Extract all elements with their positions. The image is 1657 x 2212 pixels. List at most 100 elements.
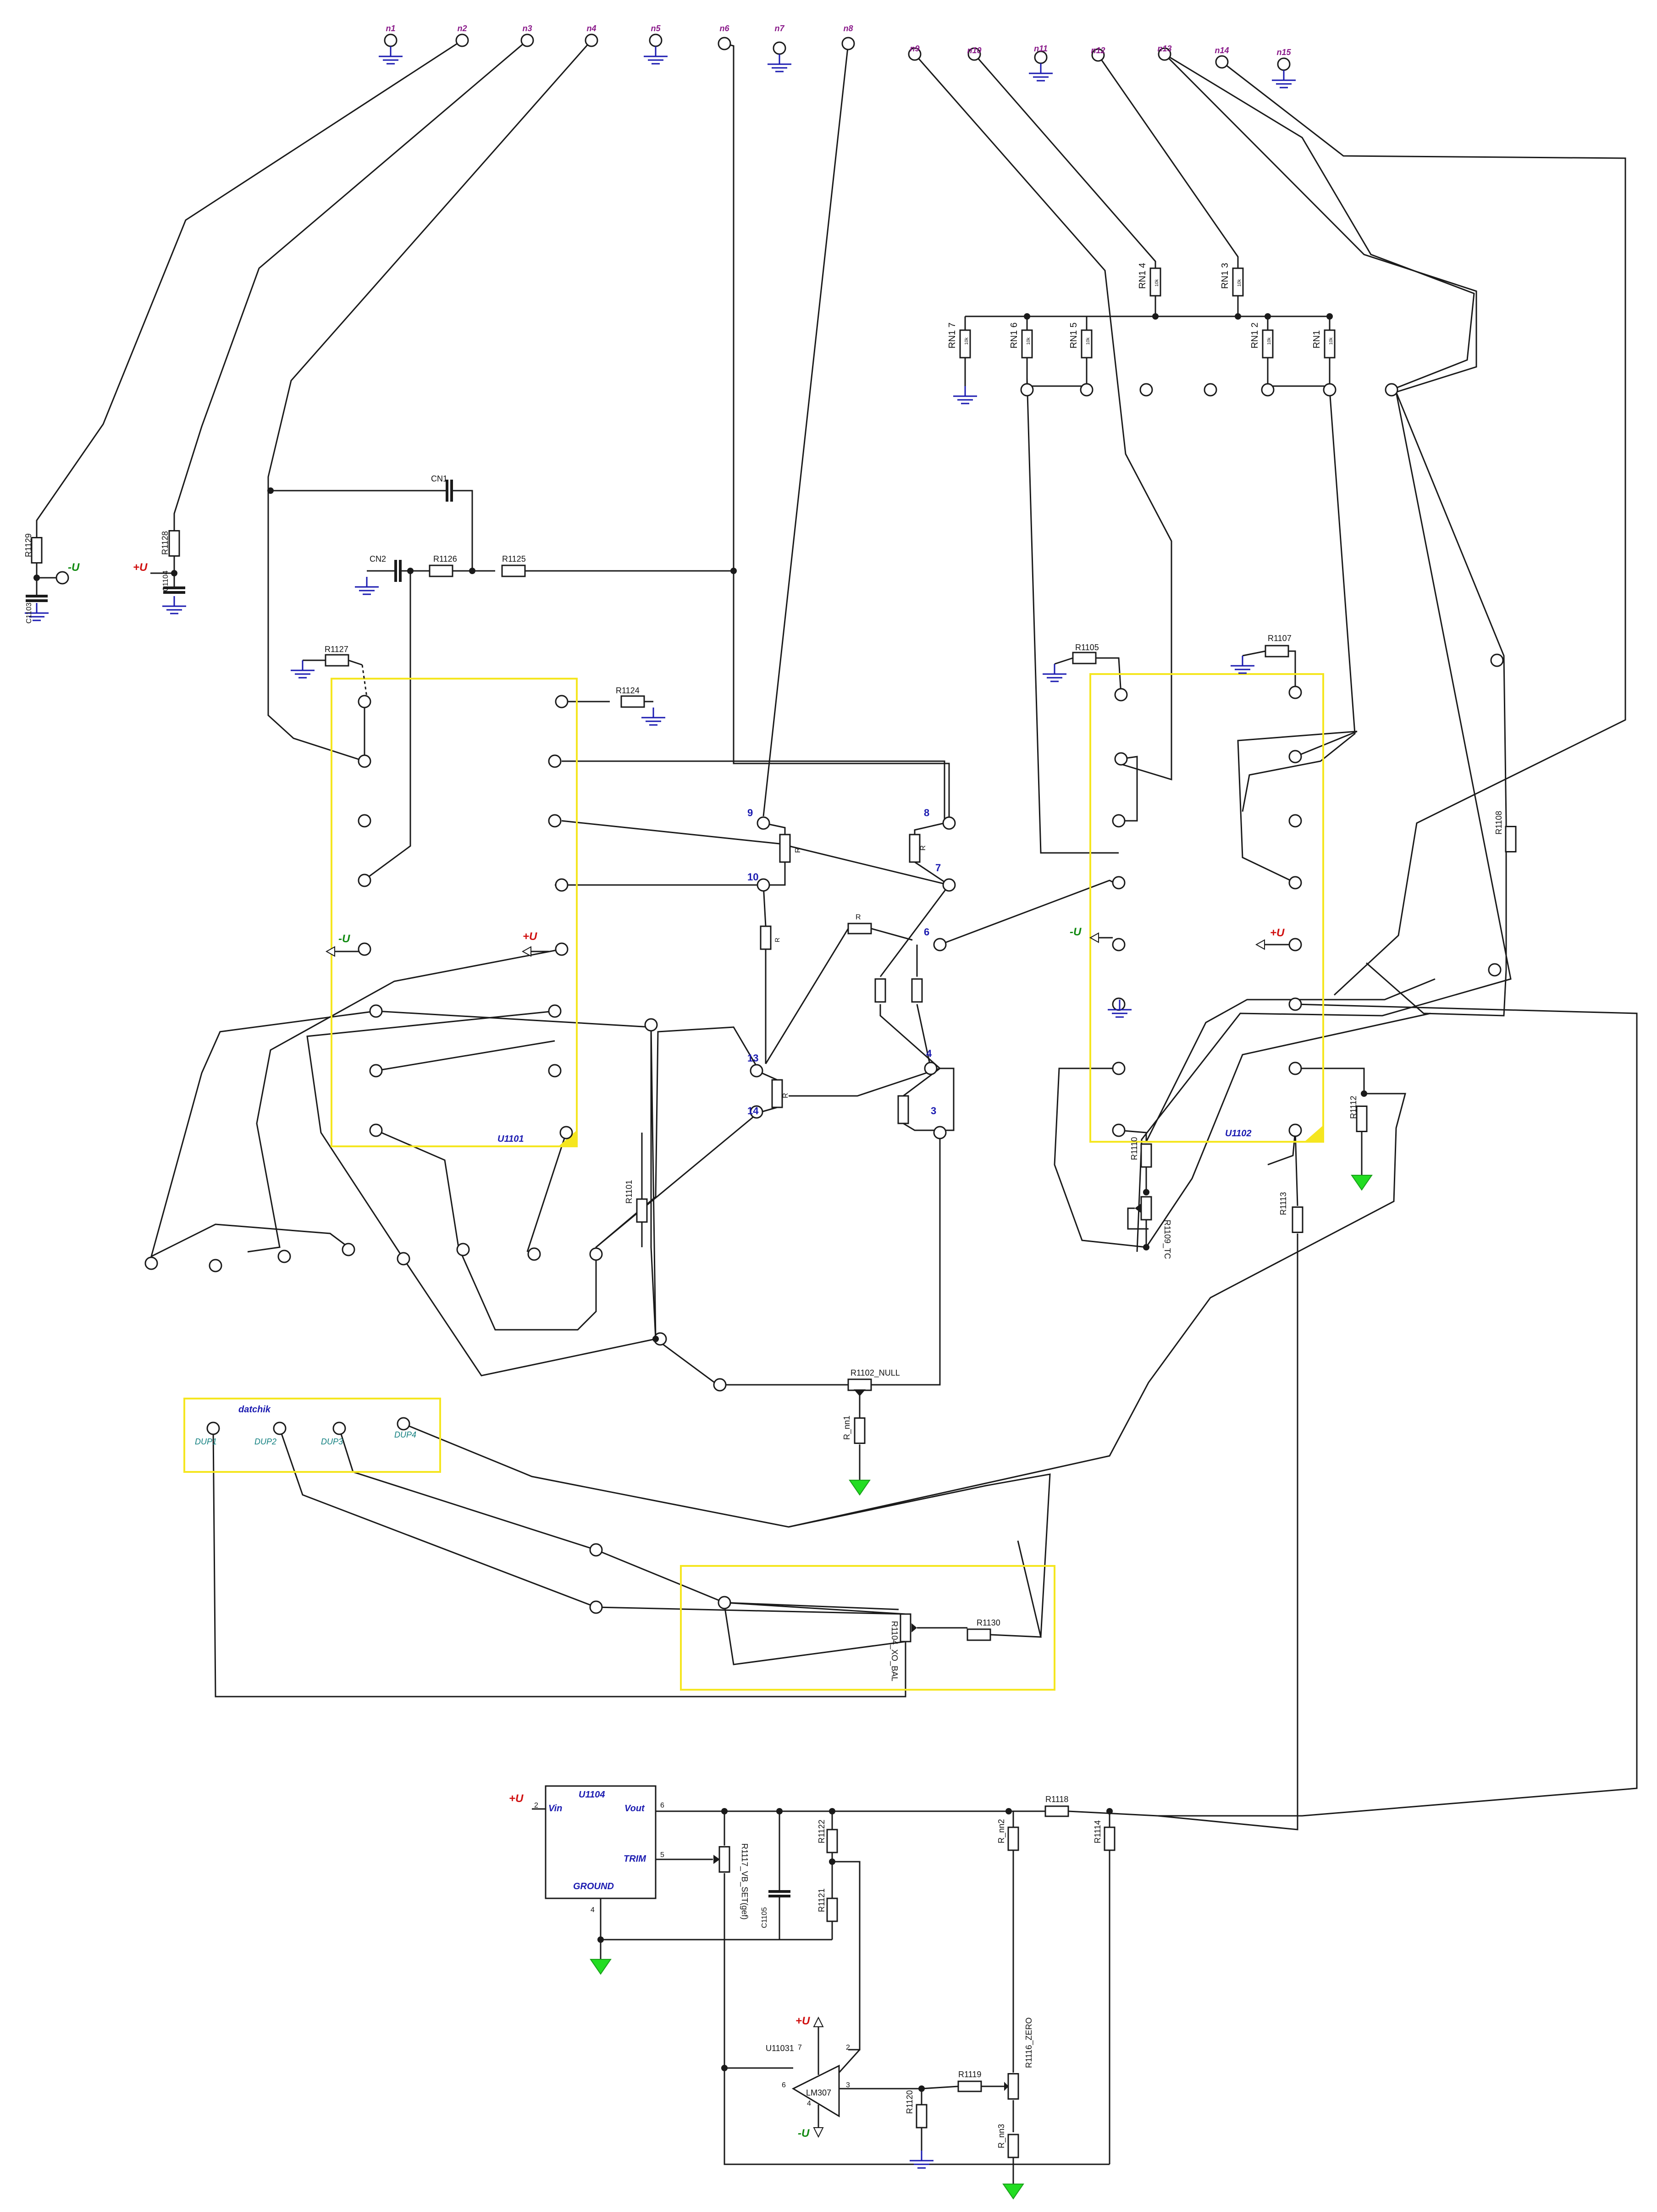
junction-dot bbox=[1152, 313, 1159, 320]
resistor bbox=[1149, 267, 1161, 297]
rn1-value: 10k bbox=[1026, 337, 1031, 345]
bridge-r-label: R bbox=[782, 1093, 790, 1098]
lm307-opamp bbox=[791, 2064, 840, 2118]
pin-terminal bbox=[555, 942, 569, 956]
pin-number: 7 bbox=[798, 2044, 802, 2052]
wire bbox=[1237, 730, 1358, 884]
r1121-label: R1121 bbox=[817, 1888, 826, 1912]
resistor bbox=[911, 978, 923, 1003]
resistor bbox=[718, 1846, 730, 1873]
wire bbox=[788, 1093, 1406, 1528]
wire bbox=[1096, 657, 1122, 695]
wire bbox=[452, 490, 473, 571]
pin-terminal bbox=[358, 695, 371, 708]
pin-terminal bbox=[358, 874, 371, 887]
pin-terminal bbox=[1488, 963, 1502, 977]
bridge-pin-label: 14 bbox=[747, 1105, 759, 1117]
junction-dot bbox=[1361, 1090, 1367, 1097]
u1101-outline bbox=[331, 678, 578, 1147]
junction-dot bbox=[1005, 1808, 1012, 1814]
junction-dot bbox=[1143, 1189, 1149, 1195]
wire bbox=[724, 2068, 1110, 2165]
dup-label: DUP2 bbox=[254, 1437, 276, 1446]
wiper-arrow-icon bbox=[911, 1623, 917, 1632]
wire bbox=[650, 1027, 941, 1386]
pin-terminal bbox=[332, 1421, 346, 1435]
wire bbox=[1068, 1810, 1158, 1817]
wire bbox=[1295, 730, 1358, 758]
net-label-n7: n7 bbox=[774, 24, 784, 33]
wiper-arrow-icon bbox=[1004, 2082, 1009, 2091]
vout-label: Vout bbox=[624, 1803, 645, 1814]
junction-dot bbox=[1235, 313, 1241, 320]
pin-terminal bbox=[369, 1004, 383, 1018]
r1112-label: R1112 bbox=[1349, 1096, 1358, 1119]
pin-terminal bbox=[144, 1256, 158, 1270]
r1122-label: R1122 bbox=[817, 1819, 826, 1843]
wire bbox=[763, 862, 786, 886]
pin-terminal bbox=[924, 1062, 938, 1075]
pin-terminal bbox=[1112, 876, 1126, 890]
power-arrow-icon bbox=[521, 946, 531, 957]
power-pos-label: +U bbox=[1270, 927, 1285, 939]
resistor bbox=[1232, 267, 1244, 297]
wire bbox=[1119, 756, 1138, 822]
resistor bbox=[874, 978, 886, 1003]
pin-terminal bbox=[1112, 1062, 1126, 1075]
r1129-label: R1129 bbox=[24, 533, 33, 557]
wire bbox=[1294, 1130, 1298, 1206]
rn1-label: RN1 4 bbox=[1138, 263, 1148, 289]
r1116-zero-label: R1116_ZERO bbox=[1024, 2018, 1034, 2068]
ground-icon bbox=[590, 1959, 612, 1975]
wire bbox=[1267, 1130, 1296, 1166]
pin-terminal bbox=[967, 47, 981, 61]
wire bbox=[212, 1428, 906, 1698]
wire bbox=[724, 1602, 906, 1615]
rn1-value: 10k bbox=[1329, 337, 1334, 345]
junction-dot bbox=[1106, 1808, 1113, 1814]
u1104-body bbox=[545, 1785, 657, 1899]
vin-label: Vin bbox=[548, 1803, 562, 1814]
r1109-tc-label: R1109_TC bbox=[1162, 1220, 1172, 1259]
wire bbox=[150, 1010, 376, 1258]
wire bbox=[838, 2049, 861, 2074]
junction-dot bbox=[407, 568, 414, 574]
pin-number: 6 bbox=[660, 1802, 664, 1809]
wire bbox=[762, 43, 849, 817]
wire bbox=[1118, 1129, 1147, 1142]
resistor bbox=[620, 695, 645, 708]
pin-terminal bbox=[942, 878, 956, 892]
wire bbox=[1242, 650, 1266, 657]
resistor bbox=[1007, 1826, 1019, 1851]
resistor bbox=[779, 834, 791, 863]
power-neg-label: -U bbox=[338, 933, 350, 945]
power-neg-label: -U bbox=[1070, 926, 1082, 938]
wire bbox=[1242, 389, 1356, 812]
r1114-label: R1114 bbox=[1093, 1820, 1102, 1843]
pin-number: 6 bbox=[782, 2081, 786, 2089]
pin-number: 3 bbox=[846, 2081, 850, 2089]
wire bbox=[916, 1004, 932, 1069]
pin-terminal bbox=[1112, 814, 1126, 828]
r1118-label: R1118 bbox=[1045, 1795, 1068, 1804]
resistor bbox=[31, 537, 43, 564]
power-pos-label: +U bbox=[795, 2015, 810, 2027]
net-label-n4: n4 bbox=[586, 24, 596, 33]
pin-terminal bbox=[589, 1247, 603, 1261]
resistor bbox=[1021, 329, 1033, 359]
wire bbox=[724, 1604, 906, 1665]
pin-terminal bbox=[273, 1421, 287, 1435]
cn1-label: CN1 bbox=[431, 474, 447, 483]
pin-terminal bbox=[589, 1600, 603, 1614]
pin-terminal bbox=[1261, 383, 1275, 397]
r1127-label: R1127 bbox=[325, 645, 348, 654]
pin-terminal bbox=[1288, 1123, 1302, 1137]
wire bbox=[348, 659, 363, 666]
pin-terminal bbox=[757, 816, 770, 830]
power-pos-label: +U bbox=[523, 930, 537, 943]
r1113-label: R1113 bbox=[1279, 1192, 1288, 1215]
pin-terminal bbox=[750, 1105, 763, 1119]
junction-dot bbox=[918, 2085, 925, 2092]
